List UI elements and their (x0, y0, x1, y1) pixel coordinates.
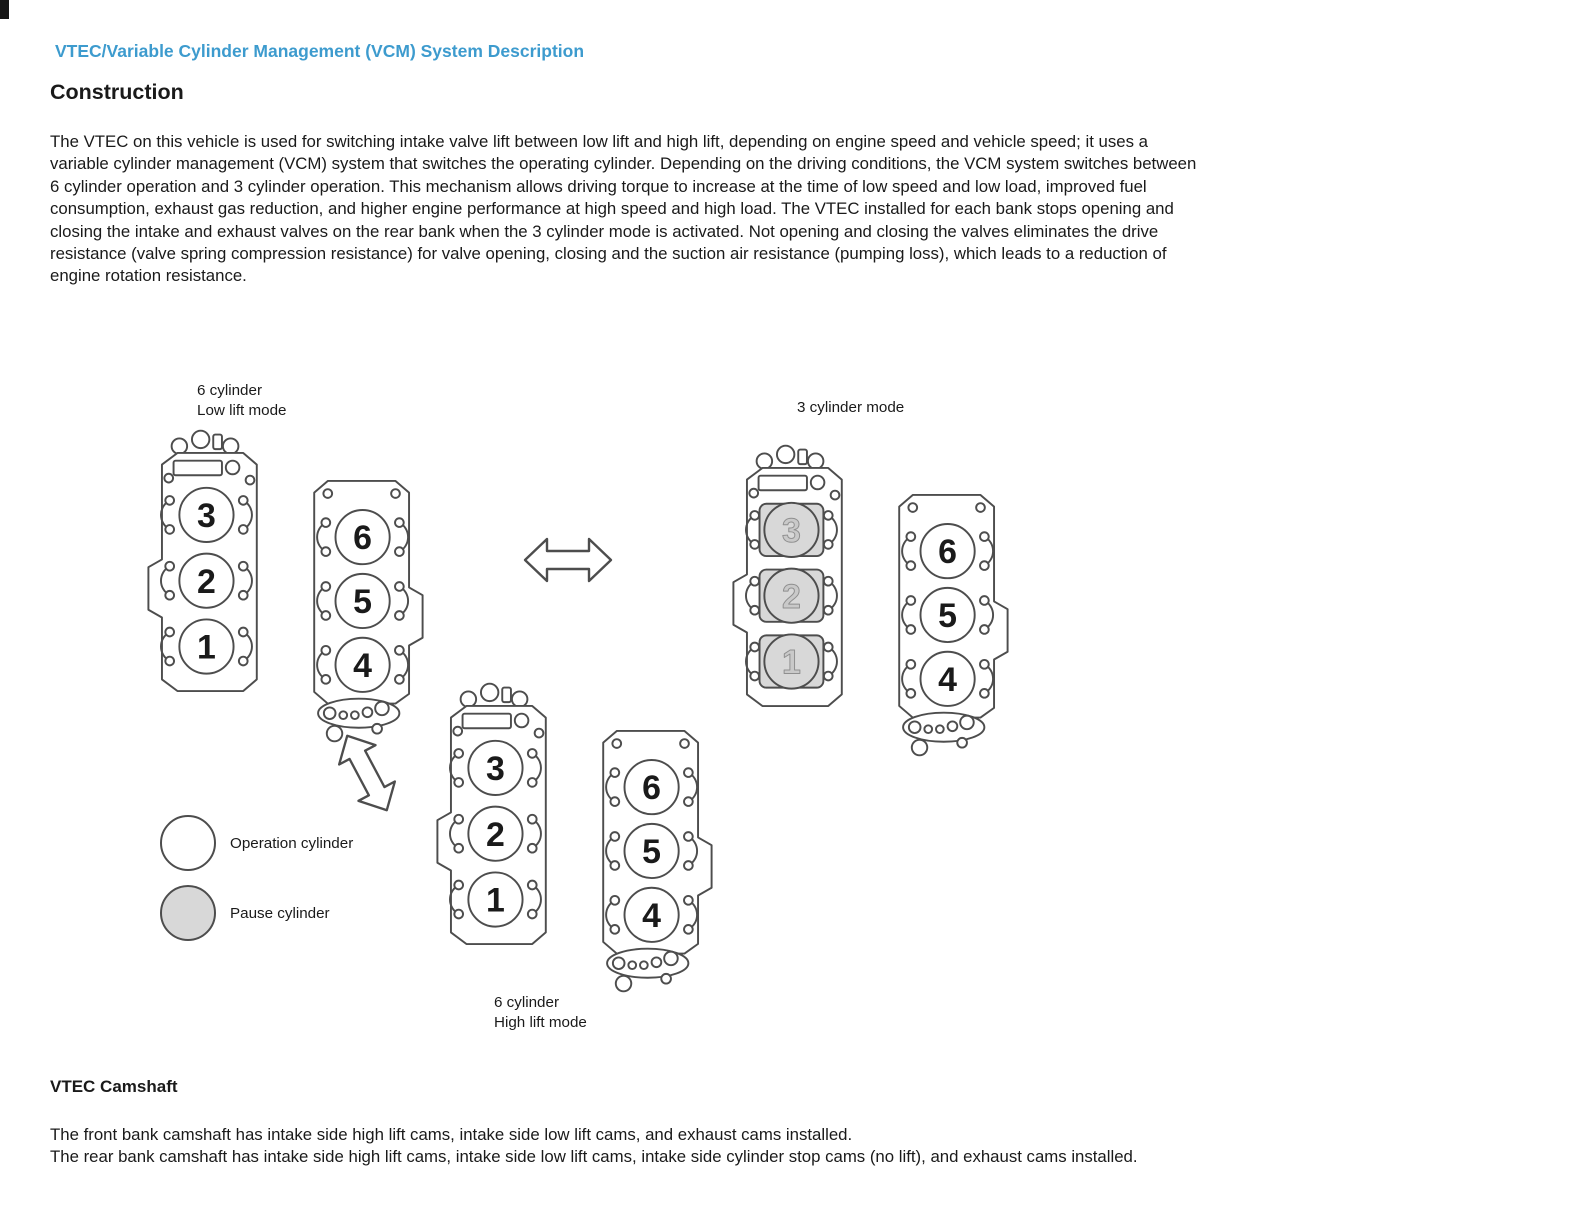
vtec-camshaft-heading: VTEC Camshaft (50, 1077, 178, 1096)
three-cylinder-rear-bank: 6 5 4 (868, 464, 1033, 764)
svg-text:6: 6 (938, 533, 957, 571)
high-lift-mode-label: 6 cylinder High lift mode (494, 993, 587, 1032)
svg-text:4: 4 (642, 897, 661, 935)
high-lift-rear-bank: 6 5 4 (572, 700, 737, 1000)
svg-text:6: 6 (353, 519, 372, 557)
low-lift-front-bank: 3 2 1 (123, 422, 288, 722)
high-lift-label-line2: High lift mode (494, 1013, 587, 1031)
svg-text:1: 1 (197, 629, 216, 667)
camshaft-line2: The rear bank camshaft has intake side h… (50, 1147, 1138, 1167)
svg-text:3: 3 (197, 497, 216, 535)
pause-cylinder-swatch (160, 885, 216, 941)
svg-text:5: 5 (938, 597, 957, 635)
svg-text:2: 2 (782, 578, 801, 616)
low-lift-mode-label: 6 cylinder Low lift mode (197, 381, 286, 420)
svg-text:5: 5 (353, 583, 372, 621)
low-lift-rear-bank: 6 5 4 (283, 450, 448, 750)
high-lift-front-bank: 3 2 1 (412, 675, 577, 975)
legend-operation-row: Operation cylinder (160, 815, 353, 871)
svg-text:1: 1 (486, 882, 505, 920)
svg-text:2: 2 (197, 563, 216, 601)
svg-text:3: 3 (782, 512, 801, 550)
three-cylinder-mode-label: 3 cylinder mode (797, 398, 904, 418)
pause-cylinder-label: Pause cylinder (230, 904, 330, 922)
svg-text:5: 5 (642, 833, 661, 871)
page-corner-artifact (0, 0, 9, 19)
mode-switch-diagonal-arrow-icon (318, 724, 416, 822)
svg-text:4: 4 (938, 661, 957, 699)
low-lift-label-line2: Low lift mode (197, 401, 287, 419)
three-cylinder-label-line1: 3 cylinder mode (797, 399, 905, 416)
high-lift-label-line1: 6 cylinder (494, 994, 559, 1011)
operation-cylinder-swatch (160, 815, 216, 871)
camshaft-line1: The front bank camshaft has intake side … (50, 1125, 853, 1144)
three-cylinder-front-bank: 3 2 1 (708, 437, 873, 737)
operation-cylinder-label: Operation cylinder (230, 834, 354, 852)
low-lift-label-line1: 6 cylinder (197, 382, 262, 399)
svg-text:2: 2 (486, 816, 505, 854)
mode-switch-horizontal-arrow-icon (523, 534, 613, 586)
document-title: VTEC/Variable Cylinder Management (VCM) … (55, 41, 585, 61)
legend-pause-row: Pause cylinder (160, 885, 330, 941)
camshaft-paragraph: The front bank camshaft has intake side … (50, 1124, 1198, 1169)
svg-text:4: 4 (353, 647, 372, 685)
svg-text:6: 6 (642, 769, 661, 807)
svg-text:1: 1 (782, 644, 801, 682)
svg-text:3: 3 (486, 750, 505, 788)
construction-paragraph: The VTEC on this vehicle is used for swi… (50, 132, 1197, 286)
construction-heading: Construction (50, 80, 184, 104)
